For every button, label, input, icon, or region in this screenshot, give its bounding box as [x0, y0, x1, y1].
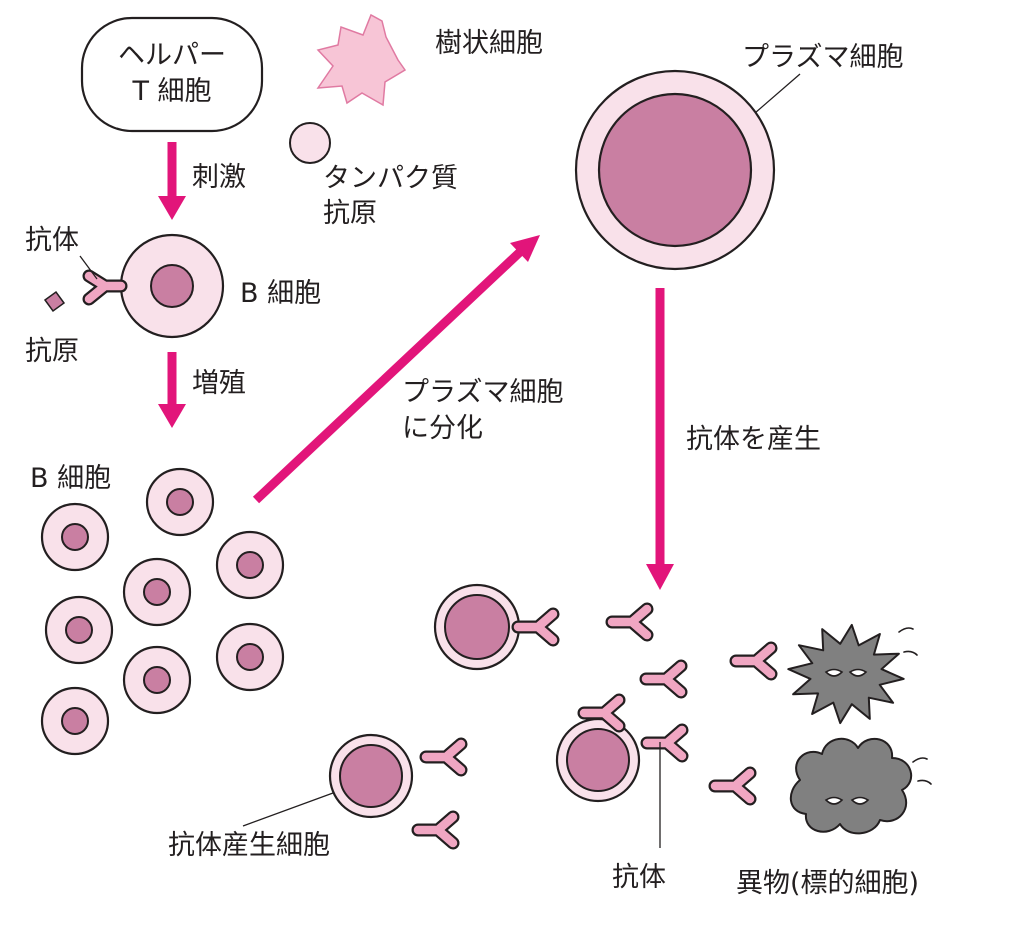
produce-antibody-label: 抗体を産生 — [686, 424, 821, 455]
protein-antigen-label-line2: 抗原 — [323, 198, 377, 229]
antibody — [419, 737, 468, 777]
foreign-body-label: 異物(標的細胞) — [736, 868, 919, 899]
plasma-cell-label: プラズマ細胞 — [742, 42, 903, 73]
foreign-body-spiky — [787, 623, 918, 725]
antibody — [411, 810, 460, 850]
b-cell — [122, 557, 192, 627]
plasma-cell: プラズマ細胞 — [574, 42, 903, 271]
antibody — [605, 602, 654, 642]
antibody-producing-cells: 抗体産生細胞 — [168, 583, 641, 861]
foreign-body-cloud — [790, 738, 932, 835]
b-cell-single: 抗体 抗原 B 細胞 — [25, 225, 321, 367]
b-cell — [44, 595, 114, 665]
protein-antigen: タンパク質 抗原 — [289, 122, 458, 229]
antibody-on-b-cell — [82, 269, 128, 306]
proliferation-label: 増殖 — [192, 368, 246, 399]
helper-t-cell: ヘルパー T 細胞 — [80, 16, 264, 133]
antibody — [639, 659, 688, 699]
protein-antigen-label-line1: タンパク質 — [323, 163, 458, 194]
antigen-square — [43, 290, 66, 313]
b-cell — [215, 530, 285, 600]
antibody — [640, 723, 689, 763]
antibody — [729, 641, 778, 681]
antibody — [708, 766, 757, 806]
b-cell — [122, 645, 192, 715]
proliferation-arrow: 増殖 — [158, 352, 246, 428]
stimulation-label: 刺激 — [192, 162, 246, 193]
dendritic-cell: 樹状細胞 — [316, 13, 543, 107]
helper-t-label-line1: ヘルパー — [118, 40, 226, 71]
b-cell — [145, 467, 215, 537]
antibody — [577, 693, 626, 733]
stimulation-arrow: 刺激 — [158, 142, 246, 220]
b-cell — [215, 622, 285, 692]
differentiation-arrow: プラズマ細胞 に分化 — [252, 235, 563, 504]
b-cell — [40, 686, 110, 756]
b-cells-group-label: B 細胞 — [30, 463, 111, 494]
helper-t-label-line2: T 細胞 — [131, 76, 211, 107]
antibody — [511, 607, 560, 647]
dendritic-cell-label: 樹状細胞 — [435, 28, 543, 59]
differentiate-label-line2: に分化 — [402, 413, 483, 444]
differentiate-label-line1: プラズマ細胞 — [402, 377, 563, 408]
antibody-label-top: 抗体 — [25, 225, 79, 256]
b-cell-group: B 細胞 — [30, 463, 285, 756]
free-antibodies — [411, 602, 778, 850]
b-cell — [40, 502, 110, 572]
antibody-label-bottom: 抗体 — [612, 862, 666, 893]
produce-antibody-arrow: 抗体を産生 — [646, 288, 821, 590]
antigen-label: 抗原 — [25, 336, 79, 367]
antibody-producing-cell-label: 抗体産生細胞 — [168, 830, 330, 861]
b-cell-label: B 細胞 — [240, 278, 321, 309]
